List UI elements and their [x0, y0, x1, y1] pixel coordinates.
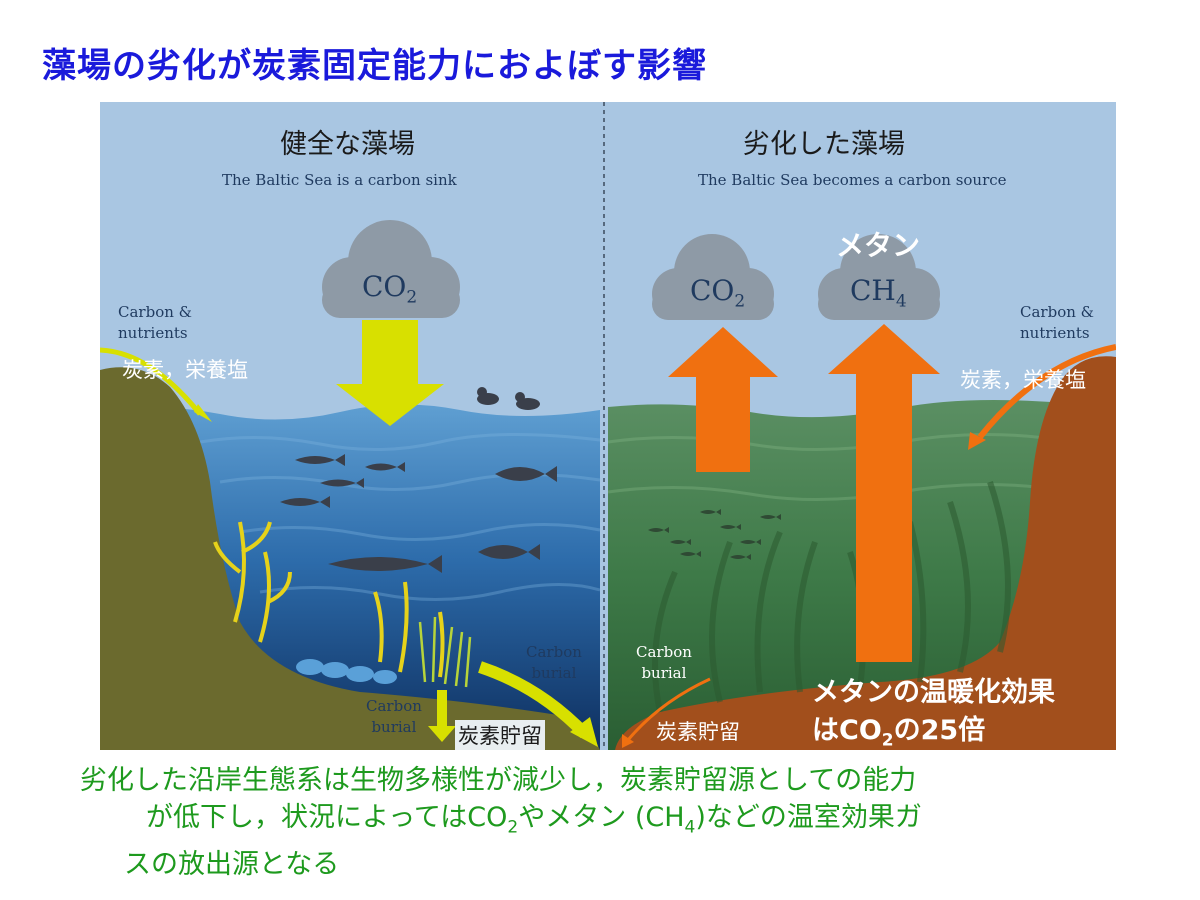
co2-cloud-healthy	[322, 220, 460, 318]
healthy-panel-subtitle: The Baltic Sea is a carbon sink	[222, 171, 457, 189]
summary-line-2: が低下し，状況によってはCO2やメタン (CH4)などの温室効果ガ	[146, 802, 922, 838]
ch4-emission-arrow	[828, 324, 940, 662]
co2-cloud-degraded	[652, 234, 774, 320]
ch4-label: CH4	[850, 274, 907, 312]
burial-label-en-right: Carbon burial	[636, 643, 692, 682]
summary-line-3: スの放出源となる	[124, 849, 340, 881]
degraded-panel-subtitle: The Baltic Sea becomes a carbon source	[698, 171, 1007, 189]
healthy-seabed	[100, 367, 600, 750]
healthy-panel-title: 健全な藻場	[280, 129, 415, 160]
summary-text: 劣化した沿岸生態系は生物多様性が減少し，炭素貯留源としての能力 が低下し，状況に…	[80, 762, 1160, 883]
burial-label-en-left-right: Carbon burial	[526, 643, 582, 682]
inflow-label-en-left: Carbon & nutrients	[118, 303, 193, 342]
slide-title: 藻場の劣化が炭素固定能力におよぼす影響	[42, 46, 707, 86]
fish-school-degraded	[648, 509, 781, 560]
summary-line-1: 劣化した沿岸生態系は生物多様性が減少し，炭素貯留源としての能力	[80, 765, 917, 796]
burial-arrow-left-2	[478, 661, 590, 739]
carbon-diagram: 健全な藻場 The Baltic Sea is a carbon sink CO…	[100, 102, 1116, 750]
inflow-label-jp-left: 炭素，栄養塩	[122, 358, 248, 382]
co2-emission-arrow	[668, 327, 778, 472]
methane-label: メタン	[836, 229, 921, 262]
co2-label-left: CO2	[362, 270, 418, 308]
healthy-seaweed	[213, 521, 445, 678]
burial-label-en-left: Carbon burial	[366, 697, 422, 736]
inflow-arrow-left	[100, 347, 202, 416]
diagram-artwork	[100, 102, 1116, 750]
inflow-arrow-right	[977, 344, 1116, 439]
fish-school-healthy	[280, 387, 557, 573]
co2-label-right: CO2	[690, 274, 746, 312]
healthy-seagrass	[418, 616, 472, 688]
degraded-seabed	[615, 356, 1116, 750]
filamentous-algae	[652, 481, 1011, 713]
burial-label-jp-left: 炭素貯留	[455, 720, 545, 750]
inflow-label-en-right: Carbon & nutrients	[1020, 303, 1095, 342]
co2-absorption-arrow	[336, 320, 444, 426]
methane-effect-note: メタンの温暖化効果 はCO2の25倍	[812, 677, 1055, 750]
degraded-panel-title: 劣化した藻場	[743, 129, 905, 160]
ch4-cloud	[818, 234, 940, 320]
mussels	[296, 659, 397, 684]
burial-arrow-right	[626, 677, 711, 741]
burial-label-jp-right: 炭素貯留	[656, 720, 740, 744]
inflow-label-jp-right: 炭素，栄養塩	[960, 368, 1086, 392]
